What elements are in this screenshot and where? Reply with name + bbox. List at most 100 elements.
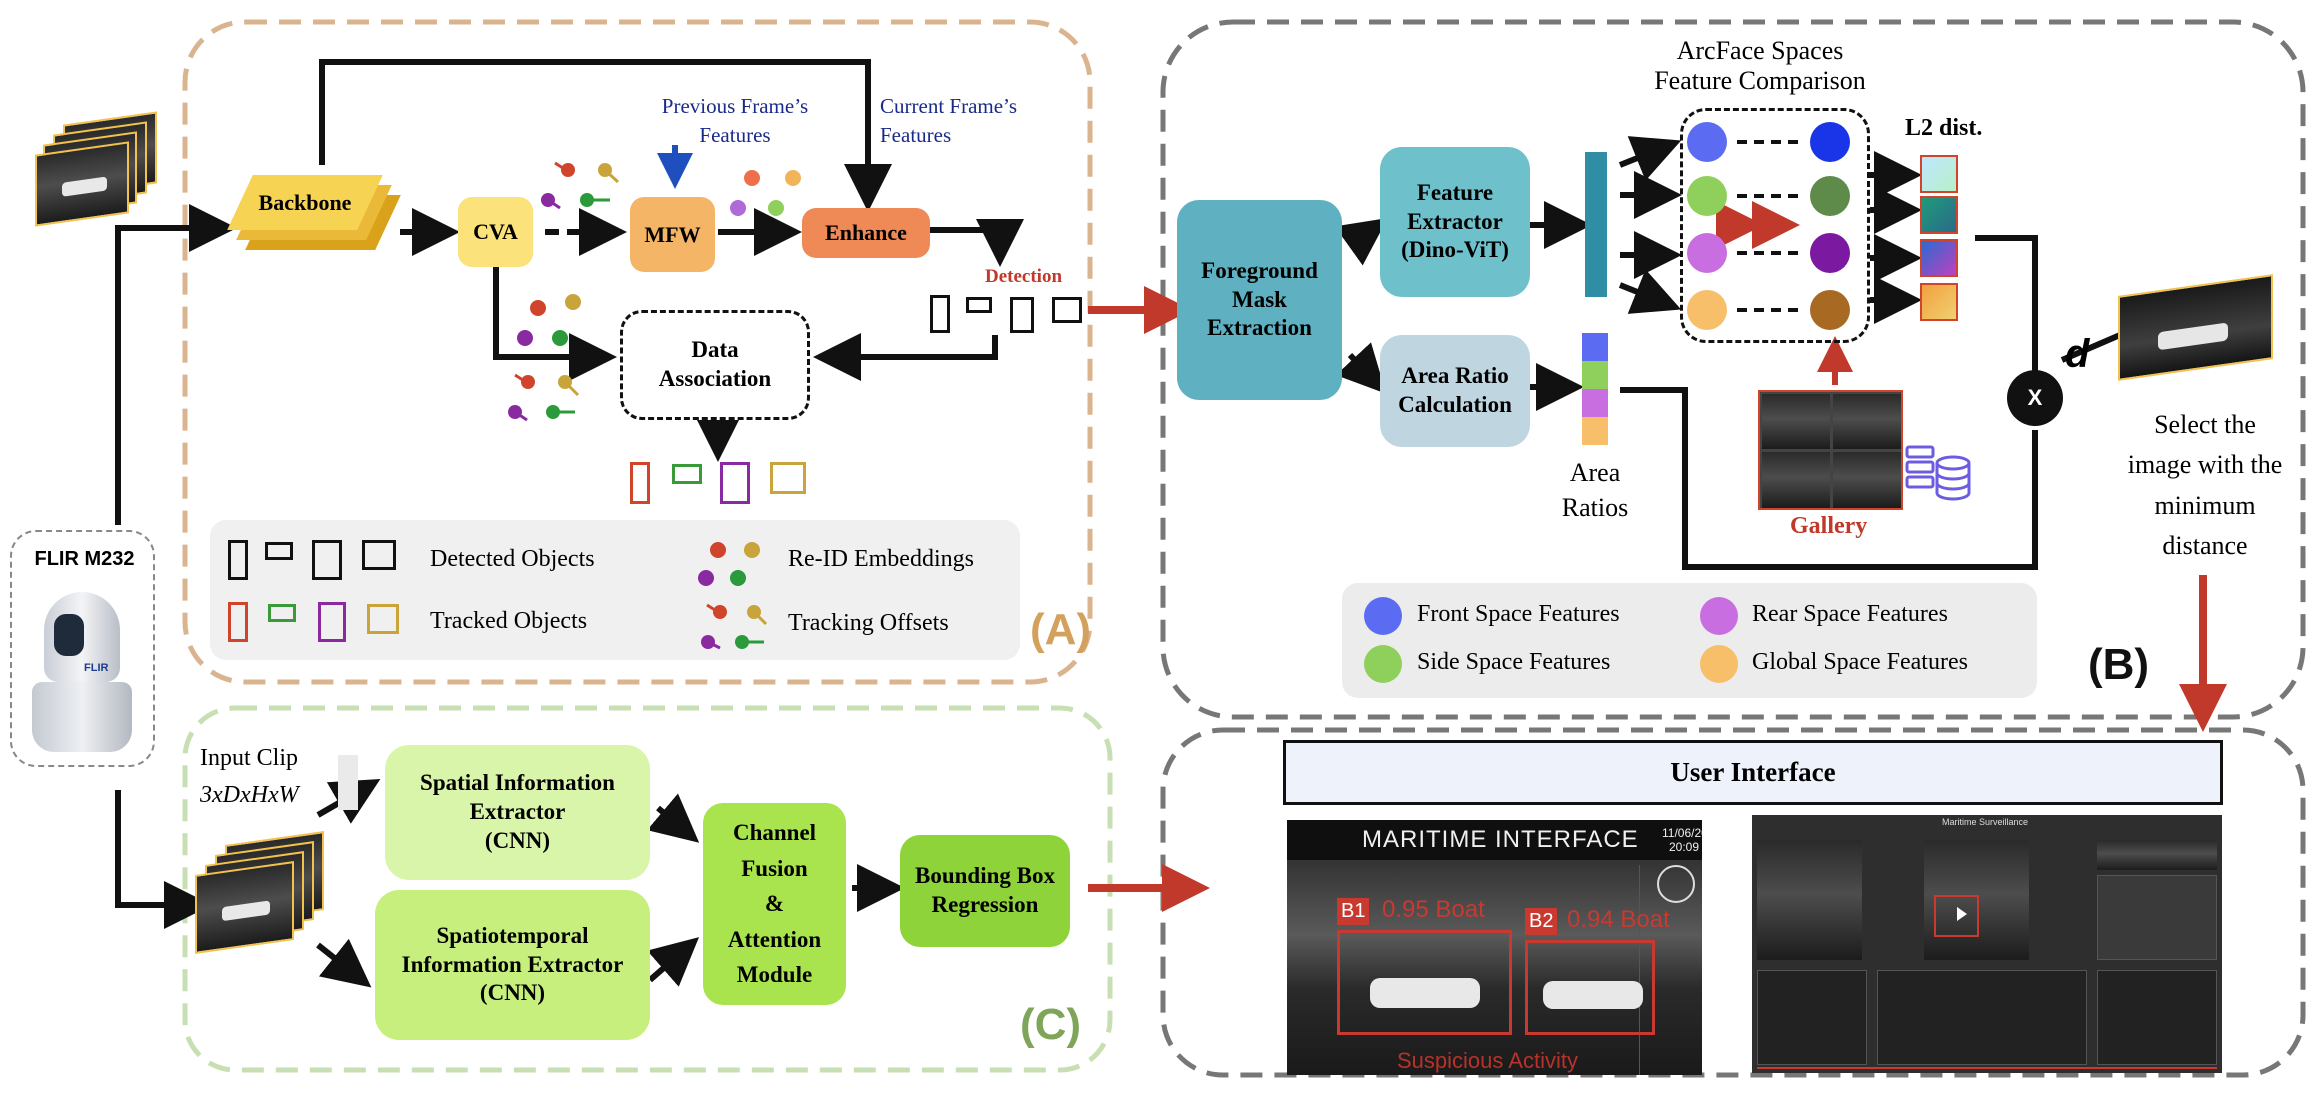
spatiotemporal-extractor-node: Spatiotemporal Information Extractor (CN… bbox=[375, 890, 650, 1040]
backbone-block: Backbone bbox=[227, 175, 401, 250]
b2-text: 0.94 Boat bbox=[1567, 906, 1670, 933]
camera-label: FLIR M232 bbox=[34, 548, 135, 570]
distance-label: d bbox=[2065, 332, 2090, 376]
legend-offsets-label: Tracking Offsets bbox=[788, 610, 949, 636]
legend-reid-label: Re-ID Embeddings bbox=[788, 546, 974, 572]
dot-icons bbox=[508, 161, 801, 422]
panel-b-legend: Front Space Features Side Space Features… bbox=[1342, 583, 2037, 698]
reid-embeddings-icon bbox=[730, 170, 801, 216]
legend-tracked-box bbox=[318, 602, 346, 642]
camera-brand: FLIR bbox=[84, 662, 109, 674]
suspicious-label: Suspicious Activity bbox=[1397, 1048, 1578, 1073]
gallery-label: Gallery bbox=[1790, 513, 1868, 539]
legend-detected-box bbox=[312, 540, 342, 580]
tracked-box bbox=[770, 462, 806, 494]
legend-tracked-label: Tracked Objects bbox=[430, 608, 588, 634]
legend-rear-label: Rear Space Features bbox=[1752, 601, 1948, 627]
ui-title: User Interface bbox=[1283, 740, 2223, 805]
b2-tag: B2 bbox=[1525, 908, 1558, 935]
legend-rear-dot bbox=[1700, 597, 1738, 635]
panel-a-label: (A) bbox=[1030, 605, 1092, 654]
enhance-node: Enhance bbox=[802, 208, 930, 258]
camera-head: FLIR bbox=[44, 592, 120, 682]
foreground-node: Foreground Mask Extraction bbox=[1177, 200, 1342, 400]
ui-date: 11/06/2020 bbox=[1662, 826, 1702, 840]
maritime-title: MARITIME INTERFACE bbox=[1362, 826, 1639, 853]
legend-front-dot bbox=[1364, 597, 1402, 635]
previous-features-label: Previous Frame’s Features bbox=[661, 94, 809, 148]
legend-tracked-box bbox=[228, 602, 248, 642]
rear-gallery-dot bbox=[1810, 233, 1850, 273]
spatial-extractor-node: Spatial Information Extractor (CNN) bbox=[385, 745, 650, 880]
legend-tracked-box bbox=[268, 604, 296, 622]
tracked-box bbox=[720, 462, 750, 504]
panel-a-legend: Detected Objects Tracked Objects Re-ID E… bbox=[210, 520, 1020, 660]
l2-label: L2 dist. bbox=[1905, 115, 1983, 141]
legend-detected-label: Detected Objects bbox=[430, 546, 595, 572]
crosshair-icon bbox=[1657, 865, 1695, 903]
b1-tag: B1 bbox=[1337, 898, 1370, 925]
l2-square-rear bbox=[1920, 239, 1958, 277]
legend-dot-icons bbox=[698, 542, 768, 650]
input-dims-label: 3xDxHxW bbox=[200, 782, 299, 808]
backbone-label: Backbone bbox=[258, 189, 352, 215]
rear-feature-dot bbox=[1687, 233, 1727, 273]
detection-box bbox=[1010, 297, 1034, 333]
arcface-title: ArcFace Spaces Feature Comparison bbox=[1654, 36, 1866, 95]
select-text: Select the image with the minimum distan… bbox=[2127, 410, 2283, 560]
data-association-node: Data Association bbox=[620, 310, 810, 420]
divider bbox=[338, 755, 358, 810]
legend-front-label: Front Space Features bbox=[1417, 601, 1620, 627]
maritime-screenshot: MARITIME INTERFACE 11/06/2020 20:09 B1 0… bbox=[1287, 820, 1702, 1075]
legend-global-label: Global Space Features bbox=[1752, 649, 1968, 675]
b2-box bbox=[1525, 940, 1655, 1035]
cva-node: CVA bbox=[458, 197, 533, 267]
b1-text: 0.95 Boat bbox=[1382, 896, 1485, 923]
panel-b-label: (B) bbox=[2088, 640, 2150, 689]
tracking-offsets-icon bbox=[541, 161, 620, 210]
database-icon bbox=[1905, 445, 1971, 501]
l2-square-global bbox=[1920, 283, 1958, 321]
gallery-grid bbox=[1758, 390, 1903, 510]
legend-side-dot bbox=[1364, 645, 1402, 683]
tracked-box bbox=[630, 462, 650, 504]
detection-box bbox=[966, 297, 992, 313]
feature-vector bbox=[1585, 152, 1607, 297]
global-feature-dot bbox=[1687, 290, 1727, 330]
multiply-node: X bbox=[2007, 370, 2063, 426]
surveillance-title: Maritime Surveillance bbox=[1942, 817, 2029, 827]
l2-square-side bbox=[1920, 196, 1958, 234]
b1-box bbox=[1337, 930, 1512, 1035]
input-clip-label: Input Clip bbox=[200, 745, 299, 771]
legend-detected-box bbox=[265, 542, 293, 560]
channel-fusion-node: Channel Fusion & Attention Module bbox=[703, 803, 846, 1005]
area-ratio-node: Area Ratio Calculation bbox=[1380, 335, 1530, 447]
arcface-comparison-box bbox=[1680, 108, 1870, 343]
l2-square-front bbox=[1920, 155, 1958, 193]
front-gallery-dot bbox=[1810, 122, 1850, 162]
panel-a-border bbox=[182, 19, 1093, 685]
front-feature-dot bbox=[1687, 122, 1727, 162]
area-ratios-label: Area Ratios bbox=[1561, 458, 1629, 523]
area-ratio-stack bbox=[1582, 333, 1608, 445]
legend-global-dot bbox=[1700, 645, 1738, 683]
ui-time: 20:09 bbox=[1669, 840, 1700, 854]
detection-box bbox=[930, 295, 950, 333]
legend-detected-box bbox=[362, 540, 396, 570]
panel-c-label: (C) bbox=[1020, 1000, 1082, 1049]
feature-extractor-node: Feature Extractor (Dino-ViT) bbox=[1380, 147, 1530, 297]
play-icon[interactable] bbox=[1957, 907, 1967, 921]
detection-box bbox=[1052, 297, 1082, 323]
current-features-label: Current Frame’s Features bbox=[880, 94, 1018, 148]
bbox-regression-node: Bounding Box Regression bbox=[900, 835, 1070, 947]
side-gallery-dot bbox=[1810, 176, 1850, 216]
tracked-box bbox=[672, 464, 702, 484]
thermal-scene bbox=[1287, 860, 1702, 1075]
camera-base bbox=[32, 682, 132, 752]
legend-detected-box bbox=[228, 540, 248, 580]
mfw-node: MFW bbox=[630, 197, 715, 272]
tracking-offsets-icon bbox=[508, 373, 580, 422]
global-gallery-dot bbox=[1810, 290, 1850, 330]
legend-tracked-box bbox=[367, 604, 399, 634]
